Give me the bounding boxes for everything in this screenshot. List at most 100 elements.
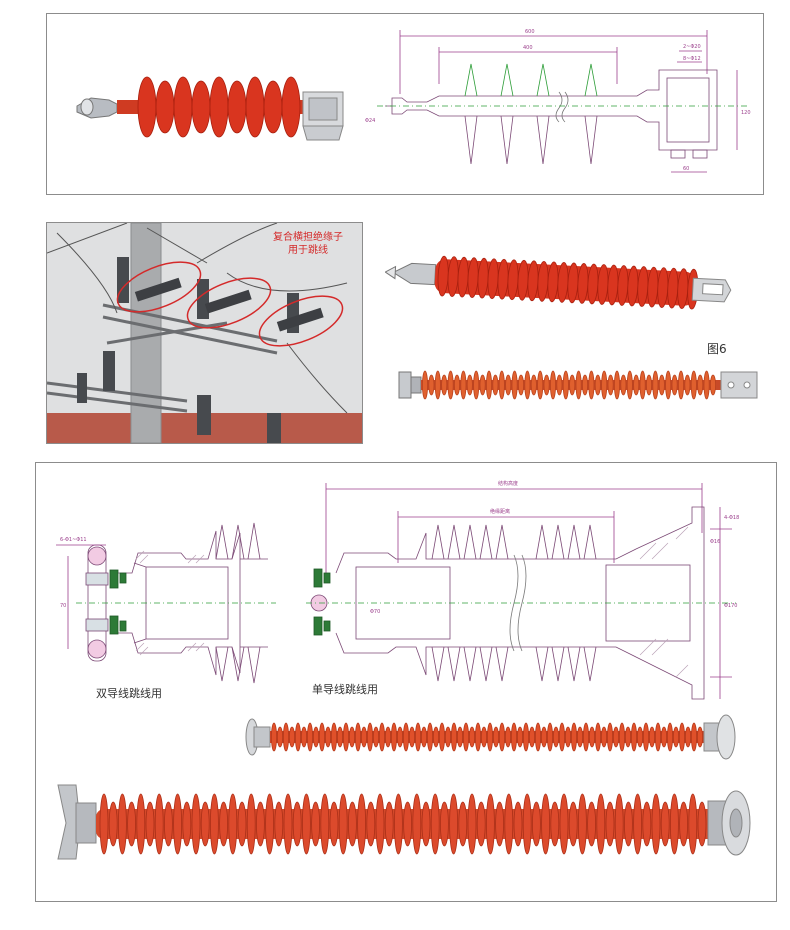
insulator-shed xyxy=(633,793,642,855)
insulator-shed xyxy=(342,722,349,752)
insulator-shed xyxy=(430,793,440,855)
insulator-shed xyxy=(549,370,556,400)
insulator-shed xyxy=(301,793,311,855)
svg-text:400: 400 xyxy=(523,45,533,51)
insulator-shed xyxy=(450,722,457,752)
insulator-shed xyxy=(458,801,468,847)
insulator-shed xyxy=(127,801,136,847)
insulator-shed xyxy=(444,726,451,748)
insulator-shed xyxy=(466,374,473,396)
insulator-shed xyxy=(468,726,475,748)
insulator-shed xyxy=(665,370,672,400)
insulator-shed xyxy=(145,801,155,847)
insulator-shed xyxy=(173,76,193,138)
insulator-shed xyxy=(504,793,514,855)
svg-text:4-Φ18: 4-Φ18 xyxy=(724,515,739,521)
insulator-shed xyxy=(219,801,229,847)
insulator-shed xyxy=(283,793,293,855)
insulator-shed xyxy=(568,801,578,847)
drawing-shed xyxy=(431,524,445,682)
insulator-shed xyxy=(510,722,517,752)
svg-text:结构高度: 结构高度 xyxy=(498,480,518,487)
insulator-shed xyxy=(577,726,584,748)
svg-text:120: 120 xyxy=(741,110,751,116)
insulator-shed xyxy=(245,76,265,138)
insulator-shed xyxy=(550,801,560,847)
insulator-shed xyxy=(420,726,427,748)
insulator-shed xyxy=(467,793,477,855)
insulator-shed xyxy=(485,793,495,855)
insulator-shed xyxy=(673,726,680,748)
insulator-shed xyxy=(311,801,321,847)
insulator-shed xyxy=(191,793,201,855)
middle-insulators xyxy=(385,255,758,400)
short-insulator-drawing: 600 400 2~Φ20 8~Φ12 12 xyxy=(365,29,751,173)
insulator-shed xyxy=(679,801,688,847)
insulator-shed xyxy=(614,793,624,855)
insulator-shed xyxy=(154,793,164,855)
insulator-shed xyxy=(620,374,627,396)
caption-double-jumper: 双导线跳线用 xyxy=(96,687,162,700)
insulator-shed xyxy=(276,726,283,748)
insulator-shed xyxy=(338,793,348,855)
insulator-shed xyxy=(306,722,313,752)
insulator-shed xyxy=(703,370,710,400)
insulator-shed xyxy=(318,722,325,752)
caption-single-jumper: 单导线跳线用 xyxy=(312,683,378,696)
insulator-shed xyxy=(534,722,541,752)
insulator-shed xyxy=(439,801,449,847)
insulator-shed xyxy=(697,374,704,396)
insulator-shed xyxy=(412,793,422,855)
insulator-shed xyxy=(246,793,256,855)
insulator-shed xyxy=(588,370,595,400)
svg-text:70: 70 xyxy=(60,603,66,609)
insulator-shed xyxy=(652,370,659,400)
photo-caption-line1: 复合横担绝缘子 xyxy=(273,232,343,243)
insulator-shed xyxy=(697,726,704,748)
insulator-shed xyxy=(645,374,652,396)
insulator-shed xyxy=(375,793,385,855)
insulator-shed xyxy=(498,722,505,752)
insulator-shed xyxy=(667,722,674,752)
insulator-shed xyxy=(690,370,697,400)
insulator-shed xyxy=(516,726,523,748)
insulator-shed xyxy=(624,801,633,847)
insulator-shed xyxy=(596,793,606,855)
insulator-shed xyxy=(200,801,210,847)
crossarm-photo xyxy=(47,223,362,443)
long-insulator-photo-2 xyxy=(398,370,758,400)
insulator-shed xyxy=(263,80,283,134)
insulator-shed xyxy=(403,801,413,847)
insulator-shed xyxy=(613,370,620,400)
insulator-shed xyxy=(671,374,678,396)
insulator-shed xyxy=(575,370,582,400)
insulator-shed xyxy=(581,374,588,396)
long-insulator-photo-1 xyxy=(385,255,732,310)
insulator-shed xyxy=(594,374,601,396)
insulator-shed xyxy=(479,374,486,396)
svg-text:8~Φ12: 8~Φ12 xyxy=(683,56,701,62)
insulator-shed xyxy=(670,793,679,855)
insulator-shed xyxy=(460,370,467,400)
insulator-shed xyxy=(601,370,608,400)
insulator-shed xyxy=(607,374,614,396)
insulator-shed xyxy=(587,801,596,847)
insulator-shed xyxy=(209,793,219,855)
drawing-shed xyxy=(463,524,477,682)
drawing-shed xyxy=(583,524,597,682)
insulator-shed xyxy=(282,722,289,752)
insulator-shed xyxy=(613,726,620,748)
insulator-shed xyxy=(209,76,229,138)
svg-text:600: 600 xyxy=(525,29,535,35)
top-panel: 600 400 2~Φ20 8~Φ12 12 xyxy=(46,13,764,195)
insulator-shed xyxy=(511,370,518,400)
insulator-shed xyxy=(474,722,481,752)
long-insulator-photo-4 xyxy=(57,784,751,860)
insulator-shed xyxy=(449,793,459,855)
insulator-shed xyxy=(531,801,541,847)
insulator-shed xyxy=(661,726,668,748)
insulator-shed xyxy=(480,726,487,748)
insulator-shed xyxy=(522,722,529,752)
insulator-shed xyxy=(684,374,691,396)
svg-text:Φ70: Φ70 xyxy=(370,609,380,615)
